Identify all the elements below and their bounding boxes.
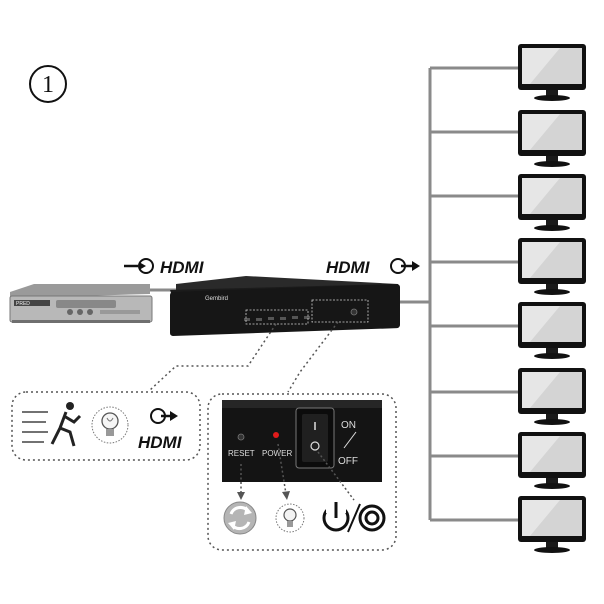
activity-icon — [22, 402, 82, 447]
power-led — [273, 432, 279, 438]
monitor-5 — [518, 302, 586, 359]
panel-arrows — [240, 443, 355, 501]
hdmi-output-icon: HDMI — [138, 408, 183, 452]
reset-label: RESET — [228, 449, 255, 458]
monitor-8 — [518, 496, 586, 553]
hdmi-input-label: HDMI — [124, 258, 205, 277]
switch-panel-callout: RESET POWER ON OFF — [207, 393, 397, 551]
source-device: PRED — [9, 284, 153, 323]
hdmi-output-label: HDMI — [326, 258, 420, 277]
reset-icon — [223, 501, 257, 535]
monitor-1 — [518, 44, 586, 101]
monitor-6 — [518, 368, 586, 425]
output-bus-lines — [398, 66, 518, 522]
monitor-4 — [518, 238, 586, 295]
monitor-7 — [518, 432, 586, 489]
monitor-2 — [518, 110, 586, 167]
power-led-bulb-icon — [275, 503, 305, 533]
callout-connectors — [149, 321, 339, 393]
source-brand: PRED — [16, 301, 30, 307]
off-label: OFF — [338, 456, 358, 467]
power-on-off-icon — [322, 502, 386, 533]
hdmi-input-text: HDMI — [160, 258, 205, 277]
power-rocker-switch — [295, 407, 335, 469]
hdmi-splitter-device: Gembird — [170, 276, 400, 336]
on-label: ON — [341, 420, 356, 431]
step-number-text: 1 — [42, 72, 54, 98]
step-number-badge: 1 — [29, 65, 67, 103]
monitor-list — [518, 44, 586, 553]
bulb-icon — [91, 406, 129, 444]
led-panel-hdmi-text: HDMI — [138, 433, 183, 452]
led-indicator-callout: HDMI — [11, 391, 201, 461]
power-label: POWER — [262, 449, 292, 458]
splitter-brand: Gembird — [205, 296, 228, 302]
reset-hole — [237, 433, 245, 441]
hdmi-output-text: HDMI — [326, 258, 371, 277]
monitor-3 — [518, 174, 586, 231]
